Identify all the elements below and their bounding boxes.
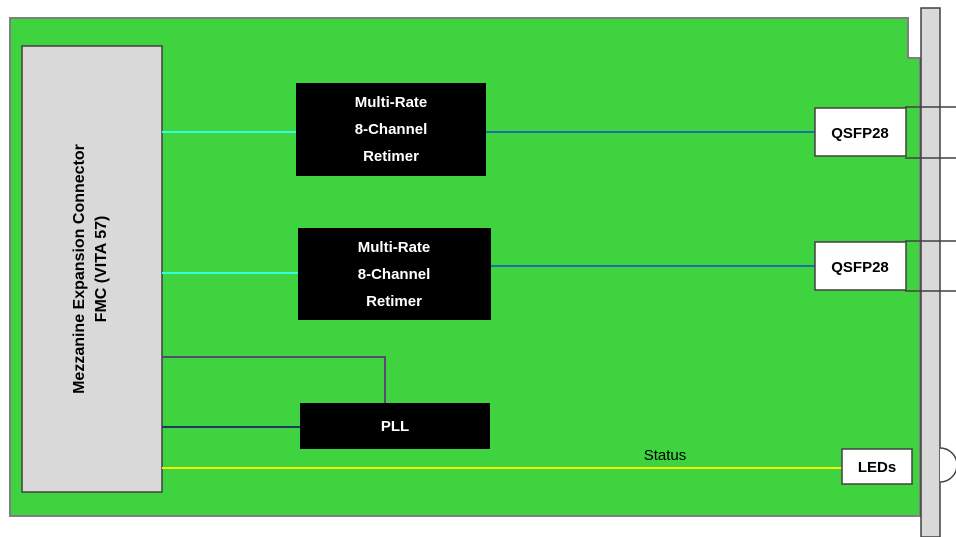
qsfp28-top-label: QSFP28: [831, 125, 889, 142]
mezzanine-connector: [21, 45, 163, 493]
pll-ref-link: [162, 356, 386, 403]
retimer-top-line1: Multi-Rate: [355, 94, 428, 111]
retimer-top-line2: 8-Channel: [355, 121, 428, 138]
leds-label: LEDs: [858, 459, 896, 476]
pll-label: PLL: [381, 418, 409, 435]
retimer-top-line3: Retimer: [363, 148, 419, 165]
retimer-bottom-line3: Retimer: [366, 293, 422, 310]
qsfp28-bottom-port: [814, 241, 907, 291]
qsfp28-bottom-label: QSFP28: [831, 259, 889, 276]
retimer-bottom: [298, 228, 491, 320]
retimer-bottom-line2: 8-Channel: [358, 266, 431, 283]
connector-label-line1: Mezzanine Expansion Connector: [71, 144, 88, 394]
retimer-top: [296, 83, 486, 176]
qsfp28-top-port: [814, 107, 907, 157]
faceplate: [920, 7, 941, 537]
retimer-bottom-line1: Multi-Rate: [358, 239, 431, 256]
connector-label-line2: FMC (VITA 57): [93, 216, 110, 323]
status-label: Status: [644, 447, 687, 464]
leds-port: [841, 448, 913, 485]
pll-chip: [300, 403, 490, 449]
led-bulb-icon: [939, 447, 956, 483]
